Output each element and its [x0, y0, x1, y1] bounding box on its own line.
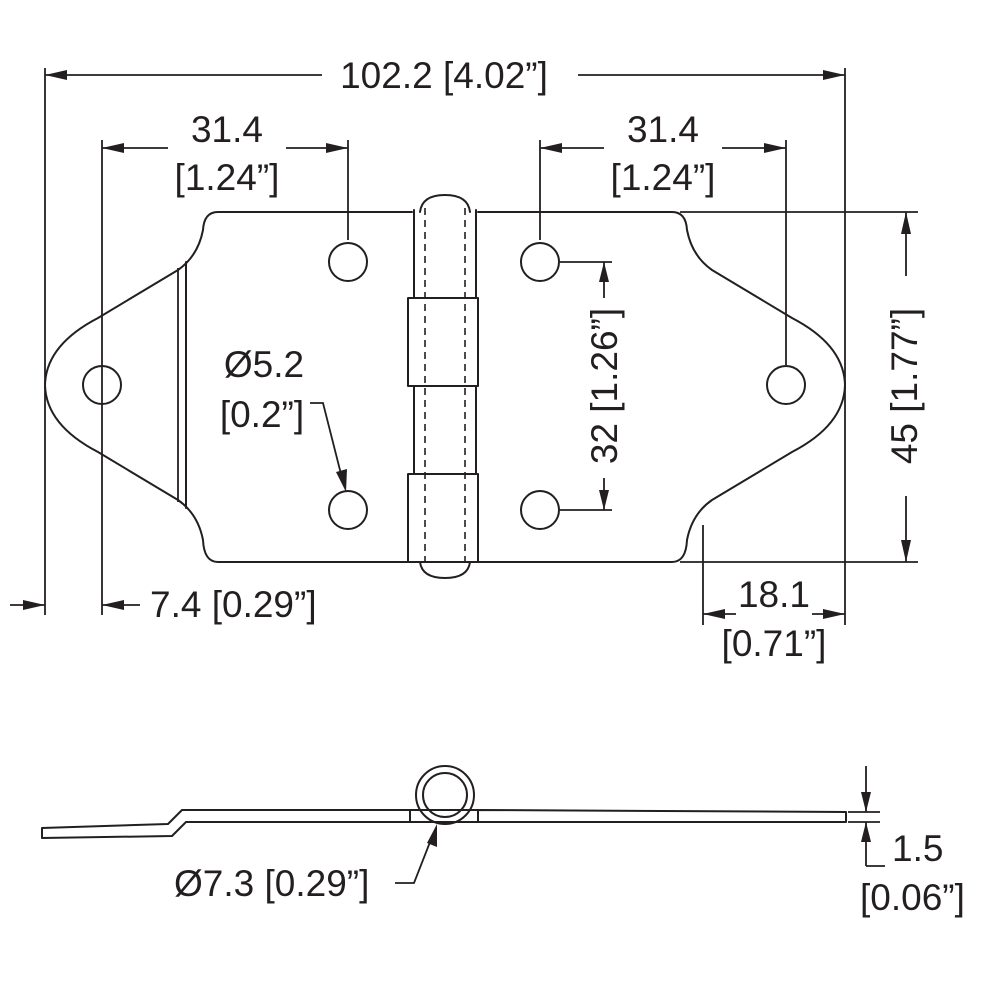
thickness-mm-label: 1.5: [892, 828, 943, 869]
hole-diameter-in-label: [0.2”]: [220, 394, 304, 435]
side-knuckle-outer: [415, 765, 475, 825]
mounting-hole-upper-right: [520, 242, 560, 282]
overall-height-label: 45 [1.77”]: [884, 308, 925, 464]
left-leaf-outline: [44, 211, 413, 563]
hole-diameter-callout: Ø5.2 [0.2”]: [220, 344, 347, 492]
left-hole-offset-in-label: [1.24”]: [175, 157, 280, 198]
mounting-hole-lower-right: [520, 490, 560, 530]
mounting-hole-upper-left: [328, 242, 368, 282]
side-profile-outline: [41, 809, 411, 839]
overall-height-dimension: 45 [1.77”]: [884, 212, 925, 562]
lobe-length-mm-label: 18.1: [738, 574, 810, 615]
end-hole-offset-label: 7.4 [0.29”]: [150, 584, 317, 625]
knuckle-diameter-label: Ø7.3 [0.29”]: [174, 863, 369, 904]
side-profile-right-leaf: [477, 809, 847, 823]
overall-width-dimension: 102.2 [4.02”]: [45, 55, 845, 96]
side-knuckle-inner: [422, 772, 468, 818]
hinge-knuckle: [407, 194, 479, 579]
lobe-length-dimension: 18.1 [0.71”]: [703, 574, 845, 664]
hole-diameter-mm-label: Ø5.2: [224, 344, 304, 385]
hole-spacing-dimension: 32 [1.26”]: [584, 262, 625, 510]
right-hole-offset-in-label: [1.24”]: [611, 157, 716, 198]
knuckle-bottom-cap: [419, 561, 471, 579]
hinge-top-view: [44, 194, 846, 579]
knuckle-bottom-segment: [407, 473, 479, 563]
hole-spacing-label: 32 [1.26”]: [584, 308, 625, 464]
thickness-in-label: [0.06”]: [860, 877, 965, 918]
lobe-length-in-label: [0.71”]: [722, 623, 827, 664]
knuckle-diameter-callout: Ø7.3 [0.29”]: [174, 824, 437, 904]
mounting-hole-lower-left: [328, 490, 368, 530]
left-hole-offset-dimension: 31.4 [1.24”]: [102, 109, 348, 198]
overall-width-label: 102.2 [4.02”]: [340, 55, 548, 96]
hinge-side-view: [41, 765, 847, 839]
extension-lines: [44, 68, 918, 625]
end-hole-offset-dimension: 7.4 [0.29”]: [10, 584, 317, 625]
side-knuckle-base: [409, 809, 479, 823]
left-hole-offset-mm-label: 31.4: [191, 109, 263, 150]
knuckle-middle-segment: [407, 297, 479, 387]
knuckle-top-cap: [419, 194, 471, 213]
thickness-dimension: 1.5 [0.06”]: [848, 766, 965, 918]
right-hole-offset-dimension: 31.4 [1.24”]: [540, 109, 786, 198]
mounting-hole-end-right: [766, 365, 806, 405]
right-leaf-outline: [477, 211, 846, 563]
right-hole-offset-mm-label: 31.4: [627, 109, 699, 150]
